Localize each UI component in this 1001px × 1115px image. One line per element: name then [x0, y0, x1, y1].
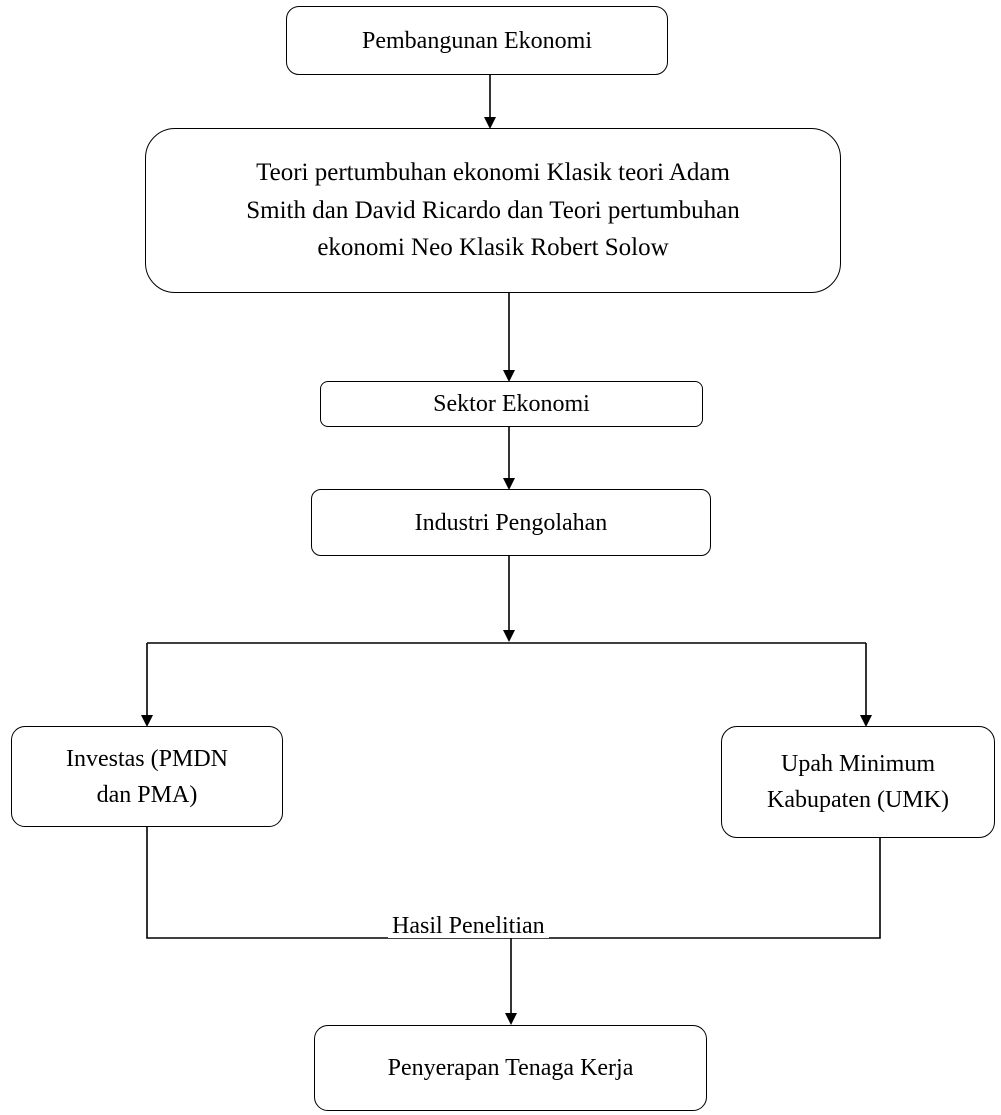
node-upah-minimum-label: Upah Minimum Kabupaten (UMK) [767, 751, 949, 813]
node-industri-pengolahan: Industri Pengolahan [311, 489, 711, 556]
node-pembangunan-ekonomi: Pembangunan Ekonomi [286, 6, 668, 75]
node-penyerapan-tenaga-kerja-label: Penyerapan Tenaga Kerja [387, 1055, 634, 1081]
node-pembangunan-ekonomi-label: Pembangunan Ekonomi [362, 27, 592, 54]
node-industri-pengolahan-label: Industri Pengolahan [414, 509, 608, 536]
node-teori-pertumbuhan-label: Teori pertumbuhan ekonomi Klasik teori A… [246, 159, 740, 262]
hasil-penelitian-label: Hasil Penelitian [388, 914, 549, 938]
node-upah-minimum: Upah Minimum Kabupaten (UMK) [721, 726, 995, 838]
node-sektor-ekonomi-label: Sektor Ekonomi [433, 391, 590, 417]
node-teori-pertumbuhan: Teori pertumbuhan ekonomi Klasik teori A… [145, 128, 841, 293]
node-investasi: Investas (PMDN dan PMA) [11, 726, 283, 827]
merge-line [146, 826, 881, 939]
node-investasi-label: Investas (PMDN dan PMA) [66, 745, 228, 808]
node-sektor-ekonomi: Sektor Ekonomi [320, 381, 703, 427]
node-penyerapan-tenaga-kerja: Penyerapan Tenaga Kerja [314, 1025, 707, 1111]
